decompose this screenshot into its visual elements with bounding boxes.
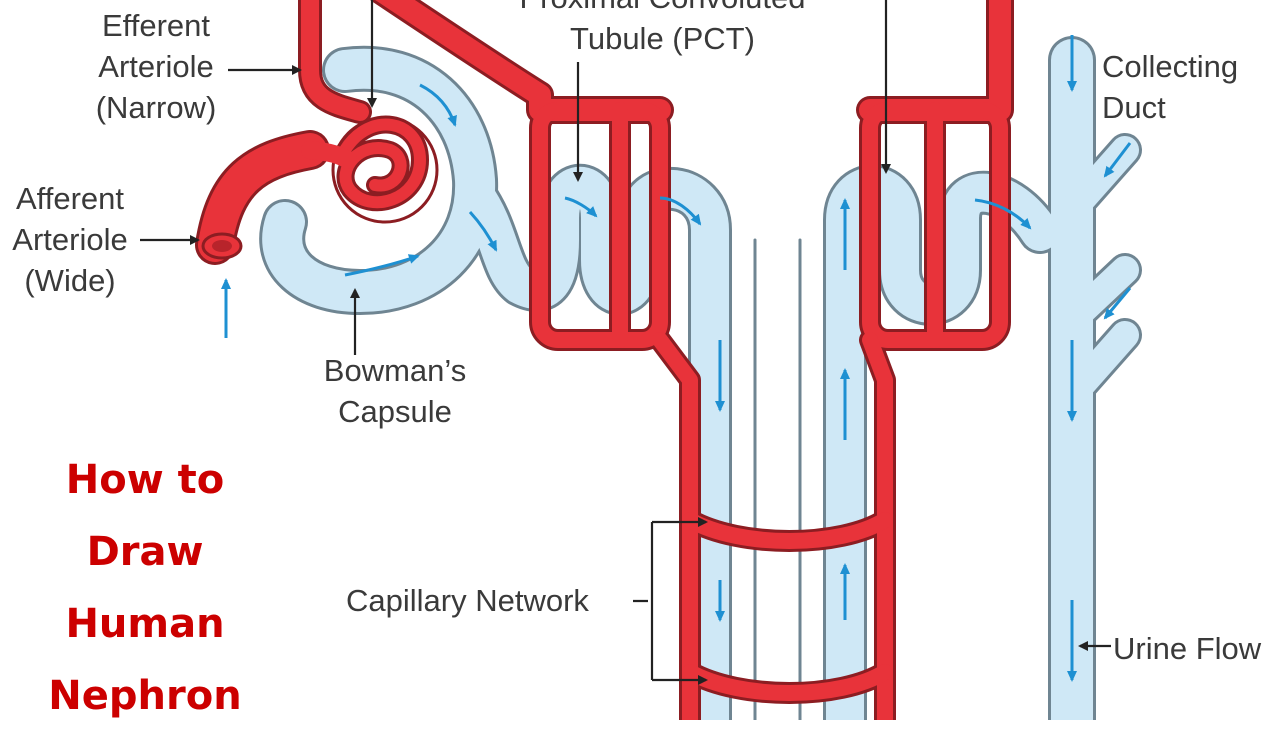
pct-label: Proximal Convoluted Tubule (PCT) — [519, 0, 805, 56]
glomerulus — [301, 115, 439, 224]
flow-arrows — [221, 35, 1132, 682]
flow-arrow — [1103, 287, 1132, 320]
urine-flow-label: Urine Flow — [1113, 631, 1262, 666]
label-pointers — [140, 0, 1111, 685]
bowmans-capsule-label: Bowman’s Capsule — [323, 353, 467, 429]
flow-arrow — [344, 254, 420, 277]
afferent-arteriole-label: Afferent Arteriole (Wide) — [12, 181, 128, 298]
flow-arrow — [419, 83, 457, 127]
flow-arrow — [564, 196, 598, 218]
flow-arrow — [659, 196, 702, 226]
top-vessel-right — [856, 0, 1014, 124]
efferent-arteriole-label: Efferent Arteriole (Narrow) — [95, 8, 217, 125]
pointer-capillary — [633, 522, 654, 680]
loop-inner-wall — [753, 238, 802, 720]
blood-vessels — [195, 0, 1014, 720]
flow-arrow — [468, 210, 498, 252]
collecting-duct-label: Collecting Duct — [1102, 49, 1239, 125]
flow-arrow — [974, 198, 1032, 230]
video-title: How to Draw Human Nephron — [48, 457, 242, 719]
flow-arrow — [1103, 142, 1132, 178]
capillary-network-label: Capillary Network — [346, 583, 589, 618]
